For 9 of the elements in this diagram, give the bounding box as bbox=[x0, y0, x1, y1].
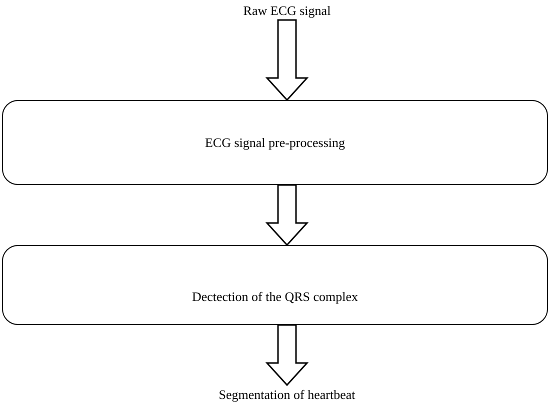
process-box bbox=[2, 100, 548, 185]
block-arrow bbox=[265, 19, 309, 102]
process-box bbox=[2, 245, 548, 325]
block-arrow bbox=[265, 184, 309, 246]
process-label: ECG signal pre-processing bbox=[204, 134, 346, 150]
process-label: Dectection of the QRS complex bbox=[192, 289, 358, 305]
block-arrow bbox=[265, 324, 309, 386]
flow-label: Raw ECG signal bbox=[230, 2, 344, 20]
flow-label: Segmentation of heartbeat bbox=[200, 385, 374, 405]
